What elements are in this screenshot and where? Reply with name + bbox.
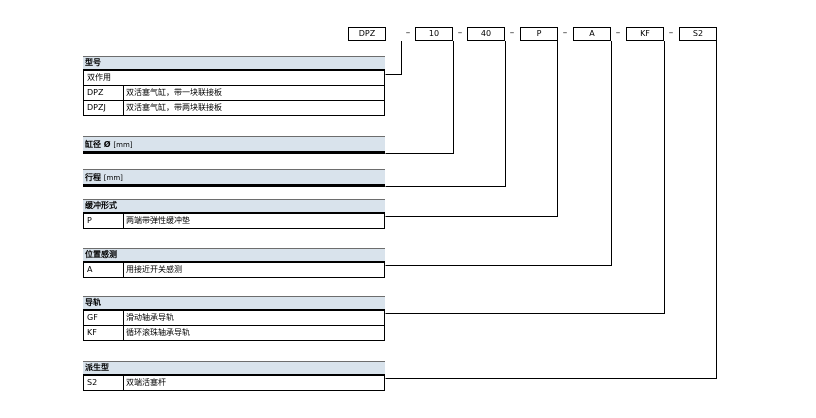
code-box-bore: 10 (415, 27, 453, 41)
section-model: 型号 双作用 DPZ 双活塞气缸，带一块联接板 DPZJ 双活塞气缸，带两块联接… (83, 56, 385, 116)
code-box-model: DPZ (348, 27, 386, 41)
row-description: 两端带弹性缓冲垫 (123, 214, 190, 228)
table-row: DPZ 双活塞气缸，带一块联接板 (83, 86, 385, 101)
connector-cushion (385, 41, 558, 217)
connector-sensing (385, 41, 612, 266)
code-box-variant: S2 (679, 27, 717, 41)
code-box-cushion: P (520, 27, 558, 41)
table-row: KF 循环滚珠轴承导轨 (83, 326, 385, 341)
table-row: A 用接近开关感测 (83, 263, 385, 278)
table-row: GF 滑动轴承导轨 (83, 311, 385, 326)
row-description: 双端活塞杆 (123, 376, 166, 390)
row-code: KF (87, 328, 97, 337)
row-description: 双活塞气缸，带两块联接板 (123, 101, 222, 115)
table-row: P 两端带弹性缓冲垫 (83, 214, 385, 229)
row-code: DPZ (87, 88, 104, 97)
row-code: DPZJ (87, 103, 106, 112)
table-row: S2 双端活塞杆 (83, 376, 385, 391)
row-description: 用接近开关感测 (123, 263, 182, 277)
row-code: GF (87, 313, 98, 322)
section-title: 缓冲形式 (83, 199, 385, 214)
section-stroke: 行程 [mm] (83, 169, 385, 187)
section-sensing: 位置感测 A 用接近开关感测 (83, 248, 385, 278)
code-box-sensing: A (573, 27, 611, 41)
unit-label: [mm] (113, 141, 133, 149)
table-row: 双作用 (83, 71, 385, 86)
separator: – (615, 28, 621, 38)
section-variant: 派生型 S2 双端活塞杆 (83, 361, 385, 391)
row-code: S2 (87, 378, 98, 387)
section-title: 派生型 (83, 361, 385, 376)
connector-model (385, 41, 402, 75)
section-title: 行程 [mm] (83, 169, 385, 187)
row-description: 双作用 (87, 73, 111, 82)
separator: – (457, 28, 463, 38)
row-description: 循环滚珠轴承导轨 (123, 326, 190, 340)
code-box-guide: KF (626, 27, 664, 41)
section-title: 位置感测 (83, 248, 385, 263)
row-description: 双活塞气缸，带一块联接板 (123, 86, 222, 100)
connector-stroke (385, 41, 506, 187)
section-guide: 导轨 GF 滑动轴承导轨 KF 循环滚珠轴承导轨 (83, 296, 385, 341)
section-bore: 缸径 Ø [mm] (83, 136, 385, 154)
code-box-stroke: 40 (467, 27, 505, 41)
connector-bore (385, 41, 454, 154)
separator: – (405, 28, 411, 38)
table-row: DPZJ 双活塞气缸，带两块联接板 (83, 101, 385, 116)
section-title: 型号 (83, 56, 385, 71)
section-title: 缸径 Ø [mm] (83, 136, 385, 154)
section-cushion: 缓冲形式 P 两端带弹性缓冲垫 (83, 199, 385, 229)
section-title: 导轨 (83, 296, 385, 311)
unit-label: [mm] (103, 174, 123, 182)
row-code: P (87, 216, 92, 225)
separator: – (668, 28, 674, 38)
row-code: A (87, 265, 93, 274)
separator: – (509, 28, 515, 38)
connector-guide (385, 41, 665, 314)
separator: – (562, 28, 568, 38)
row-description: 滑动轴承导轨 (123, 311, 174, 325)
connector-variant (385, 41, 717, 379)
